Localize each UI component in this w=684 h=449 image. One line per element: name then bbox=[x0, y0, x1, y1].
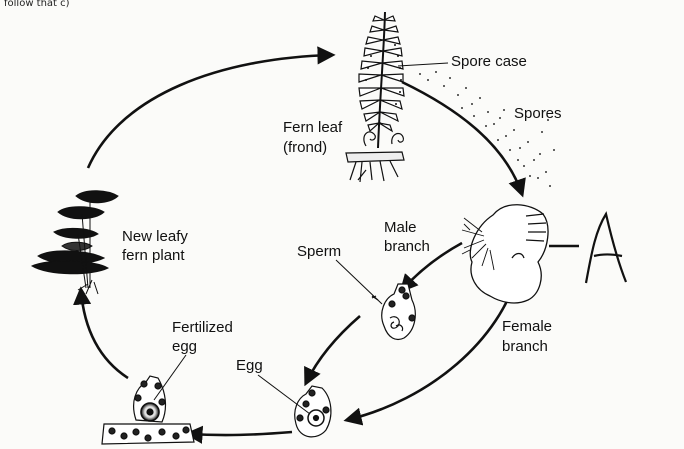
arrow-fertilized-to-new-plant bbox=[73, 286, 129, 380]
fern-frond-illustration bbox=[345, 11, 405, 183]
label-spore-case: Spore case bbox=[451, 53, 527, 70]
leader-fertilized-egg bbox=[153, 354, 187, 401]
label-spores: Spores bbox=[514, 105, 562, 122]
arrow-egg-to-fertilized bbox=[184, 425, 293, 444]
spores-scatter bbox=[419, 71, 555, 187]
label-male-branch-line1: Male bbox=[384, 219, 417, 236]
sperm-structure-illustration bbox=[371, 283, 416, 341]
rhizome bbox=[345, 151, 405, 163]
annotation-a: A bbox=[549, 211, 628, 284]
male-branch-rhizoids bbox=[461, 217, 495, 271]
arrow-spores-to-prothallus bbox=[401, 80, 526, 198]
label-egg: Egg bbox=[236, 357, 263, 374]
leader-sperm bbox=[335, 259, 383, 305]
top-fragment-text: follow that c) bbox=[4, 0, 70, 9]
fiddlehead-coil-2 bbox=[391, 132, 404, 145]
label-sperm: Sperm bbox=[297, 243, 341, 260]
frond-roots bbox=[349, 160, 399, 183]
label-female-branch-line1: Female bbox=[502, 318, 552, 335]
egg-structure-illustration bbox=[294, 385, 332, 438]
label-female-branch-line2: branch bbox=[502, 338, 548, 355]
prothallus-illustration bbox=[461, 204, 549, 304]
label-fern-leaf-line1: Fern leaf bbox=[283, 119, 343, 136]
arrow-new-plant-to-fern-leaf bbox=[86, 46, 336, 169]
label-new-leafy-line1: New leafy bbox=[122, 228, 188, 245]
leader-egg bbox=[257, 374, 311, 415]
new-leafy-fern-plant-illustration bbox=[30, 190, 119, 295]
label-new-leafy-line2: fern plant bbox=[122, 247, 185, 264]
arrow-sperm-to-egg bbox=[304, 315, 361, 387]
label-fertilized-egg-line1: Fertilized bbox=[172, 319, 233, 336]
spore-dots-on-frond bbox=[365, 44, 402, 105]
label-fertilized-egg-line2: egg bbox=[172, 338, 197, 355]
labels: Spore case Spores Fern leaf (frond) New … bbox=[122, 53, 562, 415]
frond-pinnae bbox=[358, 15, 405, 133]
fertilized-egg-illustration bbox=[101, 375, 195, 445]
label-male-branch-line2: branch bbox=[384, 238, 430, 255]
leader-spore-case bbox=[397, 62, 449, 67]
fiddlehead-coil bbox=[363, 131, 376, 147]
label-fern-leaf-line2: (frond) bbox=[283, 139, 327, 156]
